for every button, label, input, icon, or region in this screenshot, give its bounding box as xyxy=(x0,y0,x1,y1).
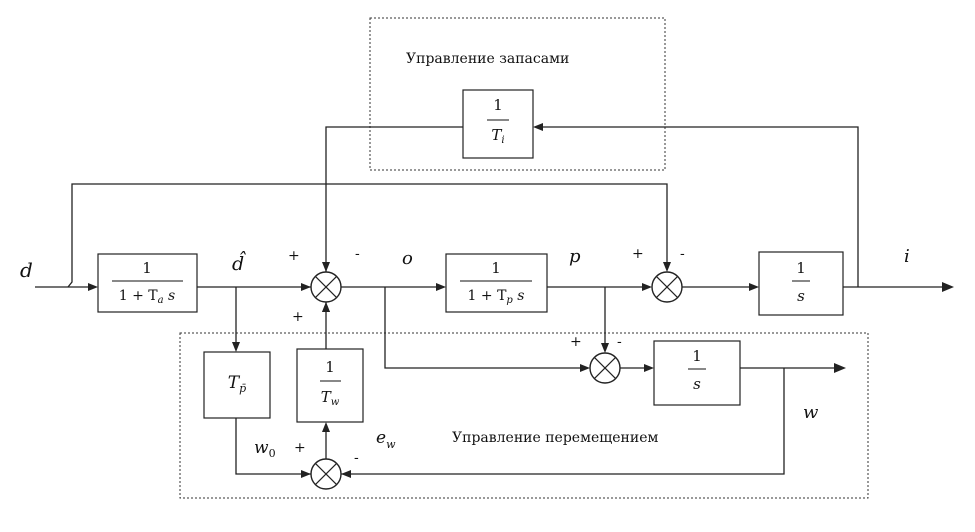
svg-text:Tp̄: Tp̄ xyxy=(228,373,247,395)
svg-text:Tw: Tw xyxy=(321,388,340,408)
arrowhead xyxy=(644,364,654,372)
block-wip-gain: 1 Tw xyxy=(296,348,364,423)
arrowhead xyxy=(301,470,311,478)
summing-junction-1 xyxy=(310,271,342,303)
sign: + xyxy=(294,440,306,456)
sign: + xyxy=(288,248,300,264)
svg-text:Ti: Ti xyxy=(491,126,504,146)
svg-text:s: s xyxy=(797,287,805,305)
arrowhead xyxy=(580,364,590,372)
summing-junction-2 xyxy=(651,271,683,303)
signal-p: p xyxy=(569,246,581,267)
svg-text:1 + Ta s: 1 + Ta s xyxy=(119,288,176,306)
block-inventory-gain: 1 Ti xyxy=(462,89,534,159)
wire-w-feedback xyxy=(341,368,785,475)
arrowhead xyxy=(88,283,98,291)
sign: - xyxy=(680,246,685,262)
svg-text:1: 1 xyxy=(796,259,806,277)
wire-i-feedback xyxy=(543,126,859,287)
svg-text:1: 1 xyxy=(493,96,503,114)
arrowhead xyxy=(663,262,671,272)
block-inventory-integrator: 1 s xyxy=(758,251,844,316)
arrowhead xyxy=(436,283,446,291)
inventory-control-region xyxy=(369,17,666,171)
arrowhead xyxy=(322,422,330,432)
wire-o-branch xyxy=(384,287,583,369)
arrowhead xyxy=(322,302,330,312)
signal-i: i xyxy=(904,246,910,267)
sign: + xyxy=(292,309,304,325)
arrowhead xyxy=(301,283,311,291)
signal-w: w xyxy=(803,402,819,423)
svg-text:1: 1 xyxy=(491,259,501,277)
sign: + xyxy=(570,334,582,350)
summing-junction-4 xyxy=(310,458,342,490)
arrowhead xyxy=(942,282,954,292)
transfer-control-label: Управление перемещением xyxy=(452,430,659,446)
arrowhead xyxy=(749,283,759,291)
sign: + xyxy=(632,246,644,262)
svg-text:s: s xyxy=(693,375,701,393)
arrowhead xyxy=(232,342,240,352)
signal-o: o xyxy=(402,248,413,269)
signal-ew: ew xyxy=(376,428,396,451)
block-wip-integrator: 1 s xyxy=(653,340,741,406)
sign: - xyxy=(617,334,622,350)
arrowhead xyxy=(341,470,351,478)
signal-dhat: d̂ xyxy=(232,250,246,275)
wire-ti-out xyxy=(325,126,463,272)
sign: - xyxy=(354,450,359,466)
svg-text:1 + Tp s: 1 + Tp s xyxy=(468,288,525,306)
arrowhead xyxy=(533,123,543,131)
block-demand-filter: 1 1 + Ta s xyxy=(97,253,198,313)
arrowhead xyxy=(834,363,846,373)
transfer-control-region xyxy=(179,332,869,499)
summing-junction-3 xyxy=(589,352,621,384)
inventory-control-label: Управление запасами xyxy=(406,51,569,67)
wire-d-feedforward xyxy=(67,183,668,288)
signal-w0: w0 xyxy=(254,438,276,460)
svg-text:1: 1 xyxy=(142,259,152,277)
arrowhead xyxy=(601,343,609,353)
block-production-lag: 1 1 + Tp s xyxy=(445,253,548,313)
svg-text:1: 1 xyxy=(325,358,335,376)
signal-d: d xyxy=(20,258,33,282)
svg-text:1: 1 xyxy=(692,347,702,365)
sign: - xyxy=(355,246,360,262)
arrowhead xyxy=(322,262,330,272)
arrowhead xyxy=(642,283,652,291)
wire-w0 xyxy=(235,418,311,475)
block-lead-time: Tp̄ xyxy=(203,351,271,419)
